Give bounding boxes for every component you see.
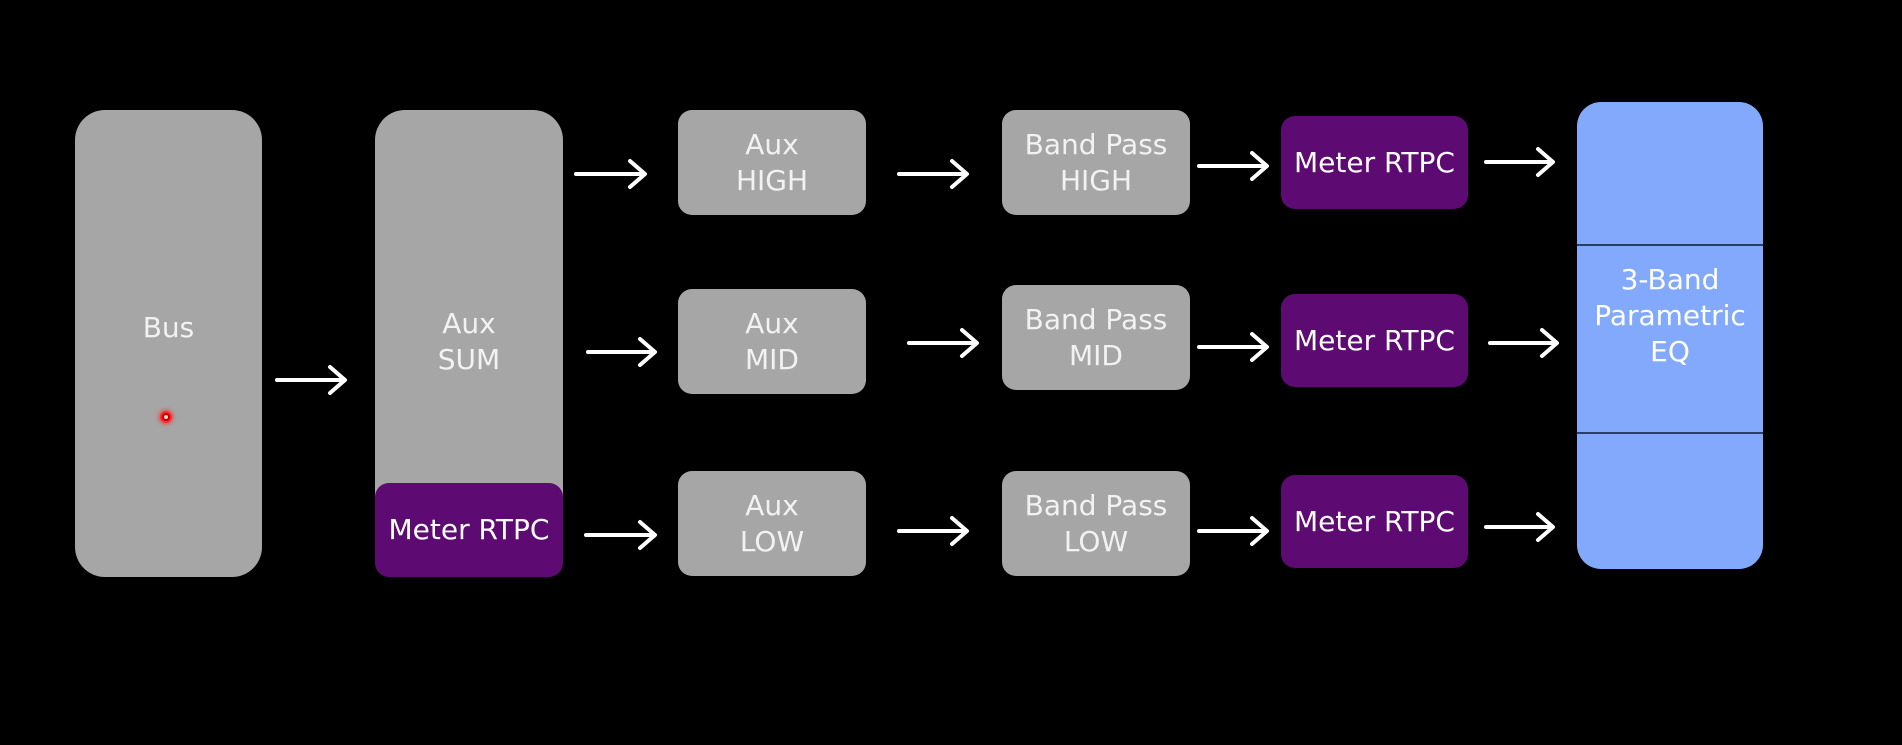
arrow-aux-sum-to-aux-mid (586, 337, 657, 367)
arrow-aux-low-to-band-pass-low (897, 516, 969, 546)
arrow-aux-mid-to-band-pass-mid (907, 328, 979, 358)
arrow-meter-high-to-eq (1484, 147, 1555, 177)
eq-line1: 3-Band (1620, 263, 1720, 296)
band-pass-mid-node: Band Pass MID (1002, 285, 1190, 390)
aux-sum-meter-label: Meter RTPC (388, 513, 550, 546)
aux-sum-label: Aux SUM (375, 306, 563, 378)
bp-mid-line2: MID (1069, 338, 1123, 372)
aux-mid-node: Aux MID (678, 289, 866, 394)
arrow-band-pass-mid-to-meter-mid (1197, 332, 1269, 362)
arrow-aux-high-to-band-pass-high (897, 159, 969, 189)
aux-low-line2: LOW (739, 524, 805, 558)
eq-band-divider-low (1577, 432, 1763, 434)
meter-high-label: Meter RTPC (1294, 145, 1455, 179)
eq-line3: EQ (1650, 335, 1690, 368)
aux-sum-meter-rtpc: Meter RTPC (375, 483, 563, 577)
arrow-bus-to-aux-sum (275, 365, 347, 395)
three-band-eq-node: 3-Band Parametric EQ (1577, 102, 1763, 569)
aux-sum-line1: Aux (442, 307, 496, 340)
eq-band-divider-high (1577, 244, 1763, 246)
meter-mid-label: Meter RTPC (1294, 323, 1455, 357)
bus-node: Bus (75, 110, 262, 577)
band-pass-high-node: Band Pass HIGH (1002, 110, 1190, 215)
cursor-pointer-icon (160, 411, 172, 423)
arrow-band-pass-high-to-meter-high (1197, 151, 1269, 181)
meter-rtpc-low: Meter RTPC (1281, 475, 1468, 568)
eq-label: 3-Band Parametric EQ (1577, 262, 1763, 370)
band-pass-low-node: Band Pass LOW (1002, 471, 1190, 576)
aux-high-line1: Aux (745, 127, 799, 161)
arrow-meter-mid-to-eq (1488, 328, 1559, 358)
arrow-meter-low-to-eq (1484, 512, 1555, 542)
meter-rtpc-high: Meter RTPC (1281, 116, 1468, 209)
bp-high-line1: Band Pass (1024, 127, 1168, 161)
arrow-band-pass-low-to-meter-low (1197, 516, 1269, 546)
aux-low-line1: Aux (745, 488, 799, 522)
meter-low-label: Meter RTPC (1294, 504, 1455, 538)
bp-mid-line1: Band Pass (1024, 302, 1168, 336)
arrow-aux-sum-to-aux-high (574, 159, 647, 189)
meter-rtpc-mid: Meter RTPC (1281, 294, 1468, 387)
eq-line2: Parametric (1594, 299, 1746, 332)
bp-low-line2: LOW (1063, 524, 1129, 558)
arrow-meter-to-aux-low (584, 520, 657, 550)
aux-sum-line2: SUM (437, 343, 501, 376)
bp-high-line2: HIGH (1059, 163, 1133, 197)
aux-high-line2: HIGH (735, 163, 809, 197)
bus-label: Bus (142, 311, 195, 344)
aux-mid-line1: Aux (745, 306, 799, 340)
aux-mid-line2: MID (745, 342, 799, 376)
aux-low-node: Aux LOW (678, 471, 866, 576)
bp-low-line1: Band Pass (1024, 488, 1168, 522)
aux-high-node: Aux HIGH (678, 110, 866, 215)
